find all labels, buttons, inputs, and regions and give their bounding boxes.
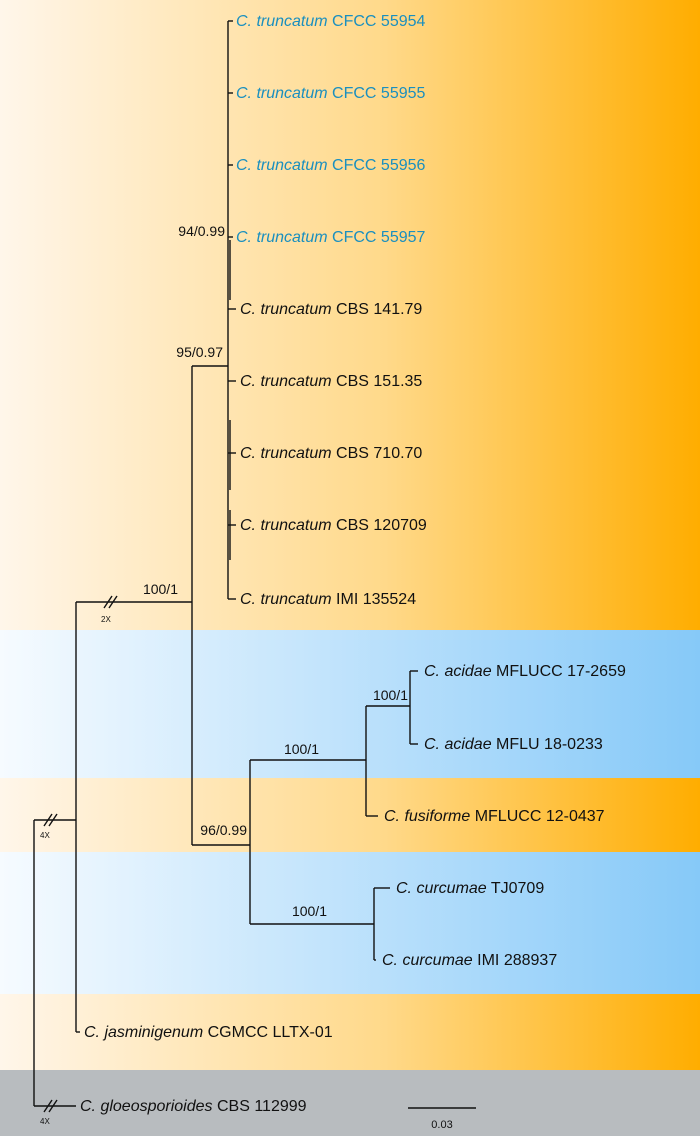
taxon-label: C. acidae MFLUCC 17-2659	[424, 663, 626, 680]
taxon-strain: IMI 288937	[477, 952, 557, 969]
multiplier-label: 4X	[40, 831, 50, 840]
multiplier-label: 2X	[101, 615, 111, 624]
break-mark-ingroup	[43, 813, 58, 827]
taxon-strain: CBS 151.35	[336, 373, 422, 390]
taxon-label: C. truncatum CBS 151.35	[240, 373, 422, 390]
break-mark-outgroup	[43, 1099, 58, 1113]
taxon-label: C. truncatum CBS 120709	[240, 517, 427, 534]
taxon-label: C. truncatum CBS 141.79	[240, 301, 422, 318]
taxon-genus: C. gloeosporioides	[80, 1098, 213, 1115]
support-value: 100/1	[292, 903, 327, 919]
multiplier-label: 4X	[40, 1117, 50, 1126]
taxon-label: C. truncatum CFCC 55955	[236, 85, 426, 102]
band-fusiforme	[0, 778, 700, 852]
support-value: 100/1	[373, 687, 408, 703]
taxon-strain: CFCC 55955	[332, 85, 425, 102]
taxon-strain: CFCC 55956	[332, 157, 425, 174]
taxon-genus: C. curcumae	[396, 880, 487, 897]
support-value: 100/1	[143, 581, 178, 597]
taxon-strain: CGMCC LLTX-01	[208, 1024, 333, 1041]
taxon-strain: CFCC 55957	[332, 229, 425, 246]
taxon-label: C. fusiforme MFLUCC 12-0437	[384, 808, 605, 825]
taxon-strain: CBS 710.70	[336, 445, 422, 462]
taxon-label: C. jasminigenum CGMCC LLTX-01	[84, 1024, 333, 1041]
support-value: 100/1	[284, 741, 319, 757]
taxon-label: C. truncatum IMI 135524	[240, 591, 416, 608]
taxon-genus: C. jasminigenum	[84, 1024, 203, 1041]
taxon-label: C. truncatum CFCC 55956	[236, 157, 426, 174]
taxon-genus: C. truncatum	[240, 517, 332, 534]
taxon-strain: MFLU 18-0233	[496, 736, 603, 753]
taxon-label: C. truncatum CBS 710.70	[240, 445, 422, 462]
taxon-genus: C. acidae	[424, 736, 492, 753]
band-truncatum	[0, 0, 700, 630]
support-value: 95/0.97	[176, 344, 223, 360]
taxon-label: C. truncatum CFCC 55954	[236, 13, 426, 30]
band-acidae	[0, 630, 700, 778]
taxon-genus: C. truncatum	[236, 229, 328, 246]
support-value: 96/0.99	[200, 822, 247, 838]
taxon-genus: C. curcumae	[382, 952, 473, 969]
taxon-strain: CBS 112999	[217, 1098, 307, 1115]
band-jasminigenum	[0, 994, 700, 1070]
taxon-genus: C. truncatum	[240, 301, 332, 318]
taxon-strain: MFLUCC 12-0437	[475, 808, 605, 825]
taxon-label: C. truncatum CFCC 55957	[236, 229, 426, 246]
taxon-label: C. curcumae IMI 288937	[382, 952, 557, 969]
taxon-label: C. gloeosporioides CBS 112999	[80, 1098, 307, 1115]
taxon-strain: CBS 141.79	[336, 301, 422, 318]
taxon-label: C. acidae MFLU 18-0233	[424, 736, 603, 753]
scale-bar: 0.03	[408, 1107, 476, 1131]
band-gloeosporioides	[0, 1070, 700, 1136]
tree-branches	[33, 20, 418, 1107]
taxon-strain: CBS 120709	[336, 517, 427, 534]
taxon-strain: MFLUCC 17-2659	[496, 663, 626, 680]
branch-break-marks	[43, 595, 118, 1113]
taxon-label: C. curcumae TJ0709	[396, 880, 544, 897]
taxon-strain: TJ0709	[491, 880, 544, 897]
taxon-strain: IMI 135524	[336, 591, 416, 608]
taxon-genus: C. acidae	[424, 663, 492, 680]
taxon-genus: C. truncatum	[236, 85, 328, 102]
taxon-genus: C. truncatum	[240, 591, 332, 608]
taxon-genus: C. truncatum	[240, 373, 332, 390]
taxon-strain: CFCC 55954	[332, 13, 425, 30]
taxon-genus: C. truncatum	[236, 13, 328, 30]
taxon-labels: C. truncatum CFCC 55954 C. truncatum CFC…	[80, 13, 626, 1115]
band-curcumae	[0, 852, 700, 994]
multiplier-labels: 2X 4X 4X	[40, 615, 111, 1126]
support-values: 94/0.99 95/0.97 100/1 100/1 100/1 96/0.9…	[143, 223, 408, 919]
support-value: 94/0.99	[178, 223, 225, 239]
break-mark-main	[103, 595, 118, 609]
scale-bar-label: 0.03	[431, 1119, 452, 1131]
taxon-genus: C. fusiforme	[384, 808, 470, 825]
taxon-genus: C. truncatum	[236, 157, 328, 174]
taxon-genus: C. truncatum	[240, 445, 332, 462]
